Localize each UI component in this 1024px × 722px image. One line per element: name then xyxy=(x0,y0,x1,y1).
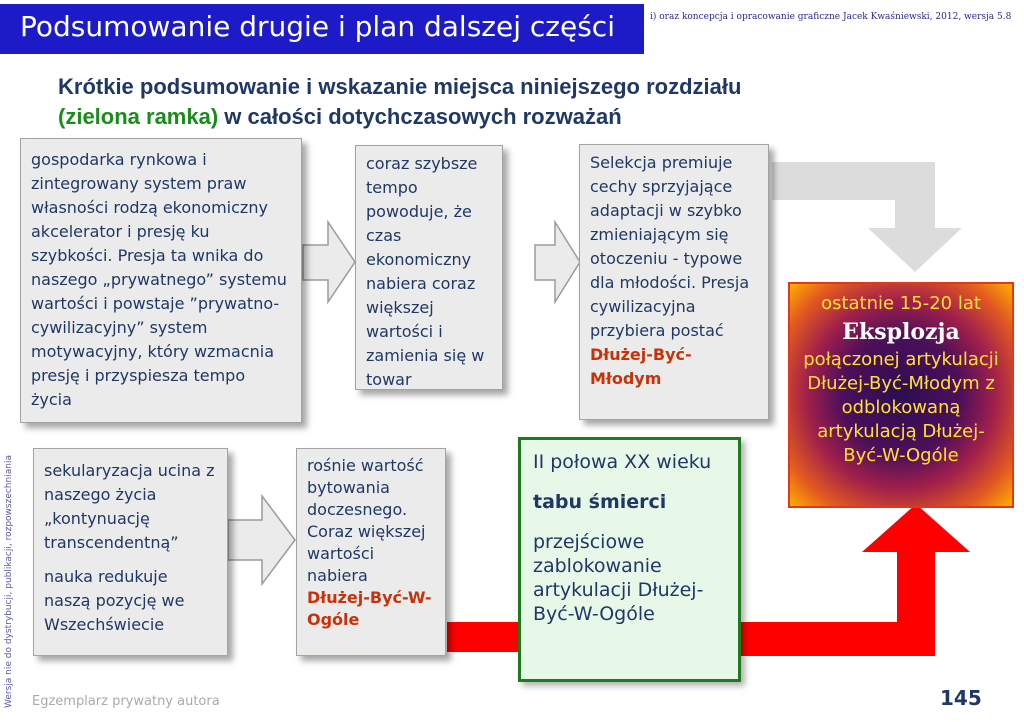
arrow-bent-down-icon xyxy=(772,162,962,272)
red-arrow-segment xyxy=(447,622,518,652)
subtitle-line-2-rest: w całości dotychczasowych rozważań xyxy=(218,104,622,129)
green-box-taboo: tabu śmierci xyxy=(533,491,667,513)
side-note: Wersja nie do dystrybucji, publikacji, r… xyxy=(4,455,14,708)
box-market-economy: gospodarka rynkowa i zintegrowany system… xyxy=(20,138,302,423)
box-tempo-text: coraz szybsze tempo powoduje, że czas ek… xyxy=(366,154,485,389)
explosion-description: połączonej artykulacji Dłużej-Być-Młodym… xyxy=(803,349,999,466)
box-value-existence: rośnie wartość bytowania doczesnego. Cor… xyxy=(296,448,446,656)
box-value-main: rośnie wartość bytowania doczesnego. Cor… xyxy=(307,456,426,585)
footer-copy-note: Egzemplarz prywatny autora xyxy=(32,694,220,709)
box-value-red: Dłużej-Być-W-Ogóle xyxy=(307,588,432,629)
arrow-bent-up-icon xyxy=(740,504,970,656)
page-number: 145 xyxy=(940,686,982,710)
explosion-heading: Eksplozja xyxy=(842,319,960,345)
page-title: Podsumowanie drugie i plan dalszej częśc… xyxy=(20,10,615,43)
box-value-text: rośnie wartość bytowania doczesnego. Cor… xyxy=(307,455,435,631)
subtitle-line-1: Krótkie podsumowanie i wskazanie miejsca… xyxy=(58,74,742,99)
box-secularization: sekularyzacja ucina z naszego życia „kon… xyxy=(33,448,228,656)
green-box-blocking: przejściowe zablokowanie artykulacji Dłu… xyxy=(533,531,704,625)
box-secular-text-1: sekularyzacja ucina z naszego życia „kon… xyxy=(44,461,215,552)
box-selection-text: Selekcja premiuje cechy sprzyjające adap… xyxy=(590,151,758,391)
arrow-right-icon xyxy=(227,493,296,587)
box-selection-main: Selekcja premiuje cechy sprzyjające adap… xyxy=(590,153,750,340)
box-tempo: coraz szybsze tempo powoduje, że czas ek… xyxy=(355,145,503,390)
subtitle-line-2: (zielona ramka) w całości dotychczasowyc… xyxy=(58,104,622,130)
green-box-period: II połowa XX wieku xyxy=(533,451,712,473)
subtitle-green-words: (zielona ramka) xyxy=(58,104,219,129)
title-bar xyxy=(0,4,644,54)
box-explosion: ostatnie 15-20 lat Eksplozja połączonej … xyxy=(788,282,1014,508)
box-death-taboo: II połowa XX wieku tabu śmierci przejści… xyxy=(518,437,741,682)
arrow-right-icon xyxy=(534,219,581,305)
box-secular-text-2: nauka redukuje naszą pozycję we Wszechśw… xyxy=(44,567,185,634)
explosion-period: ostatnie 15-20 lat xyxy=(821,293,981,314)
box-selection: Selekcja premiuje cechy sprzyjające adap… xyxy=(579,144,769,420)
credits-text: i) oraz koncepcja i opracowanie graficzn… xyxy=(650,12,1012,22)
arrow-right-icon xyxy=(302,219,356,305)
box-selection-red: Dłużej-Być-Młodym xyxy=(590,345,692,388)
box-market-text: gospodarka rynkowa i zintegrowany system… xyxy=(31,150,287,409)
